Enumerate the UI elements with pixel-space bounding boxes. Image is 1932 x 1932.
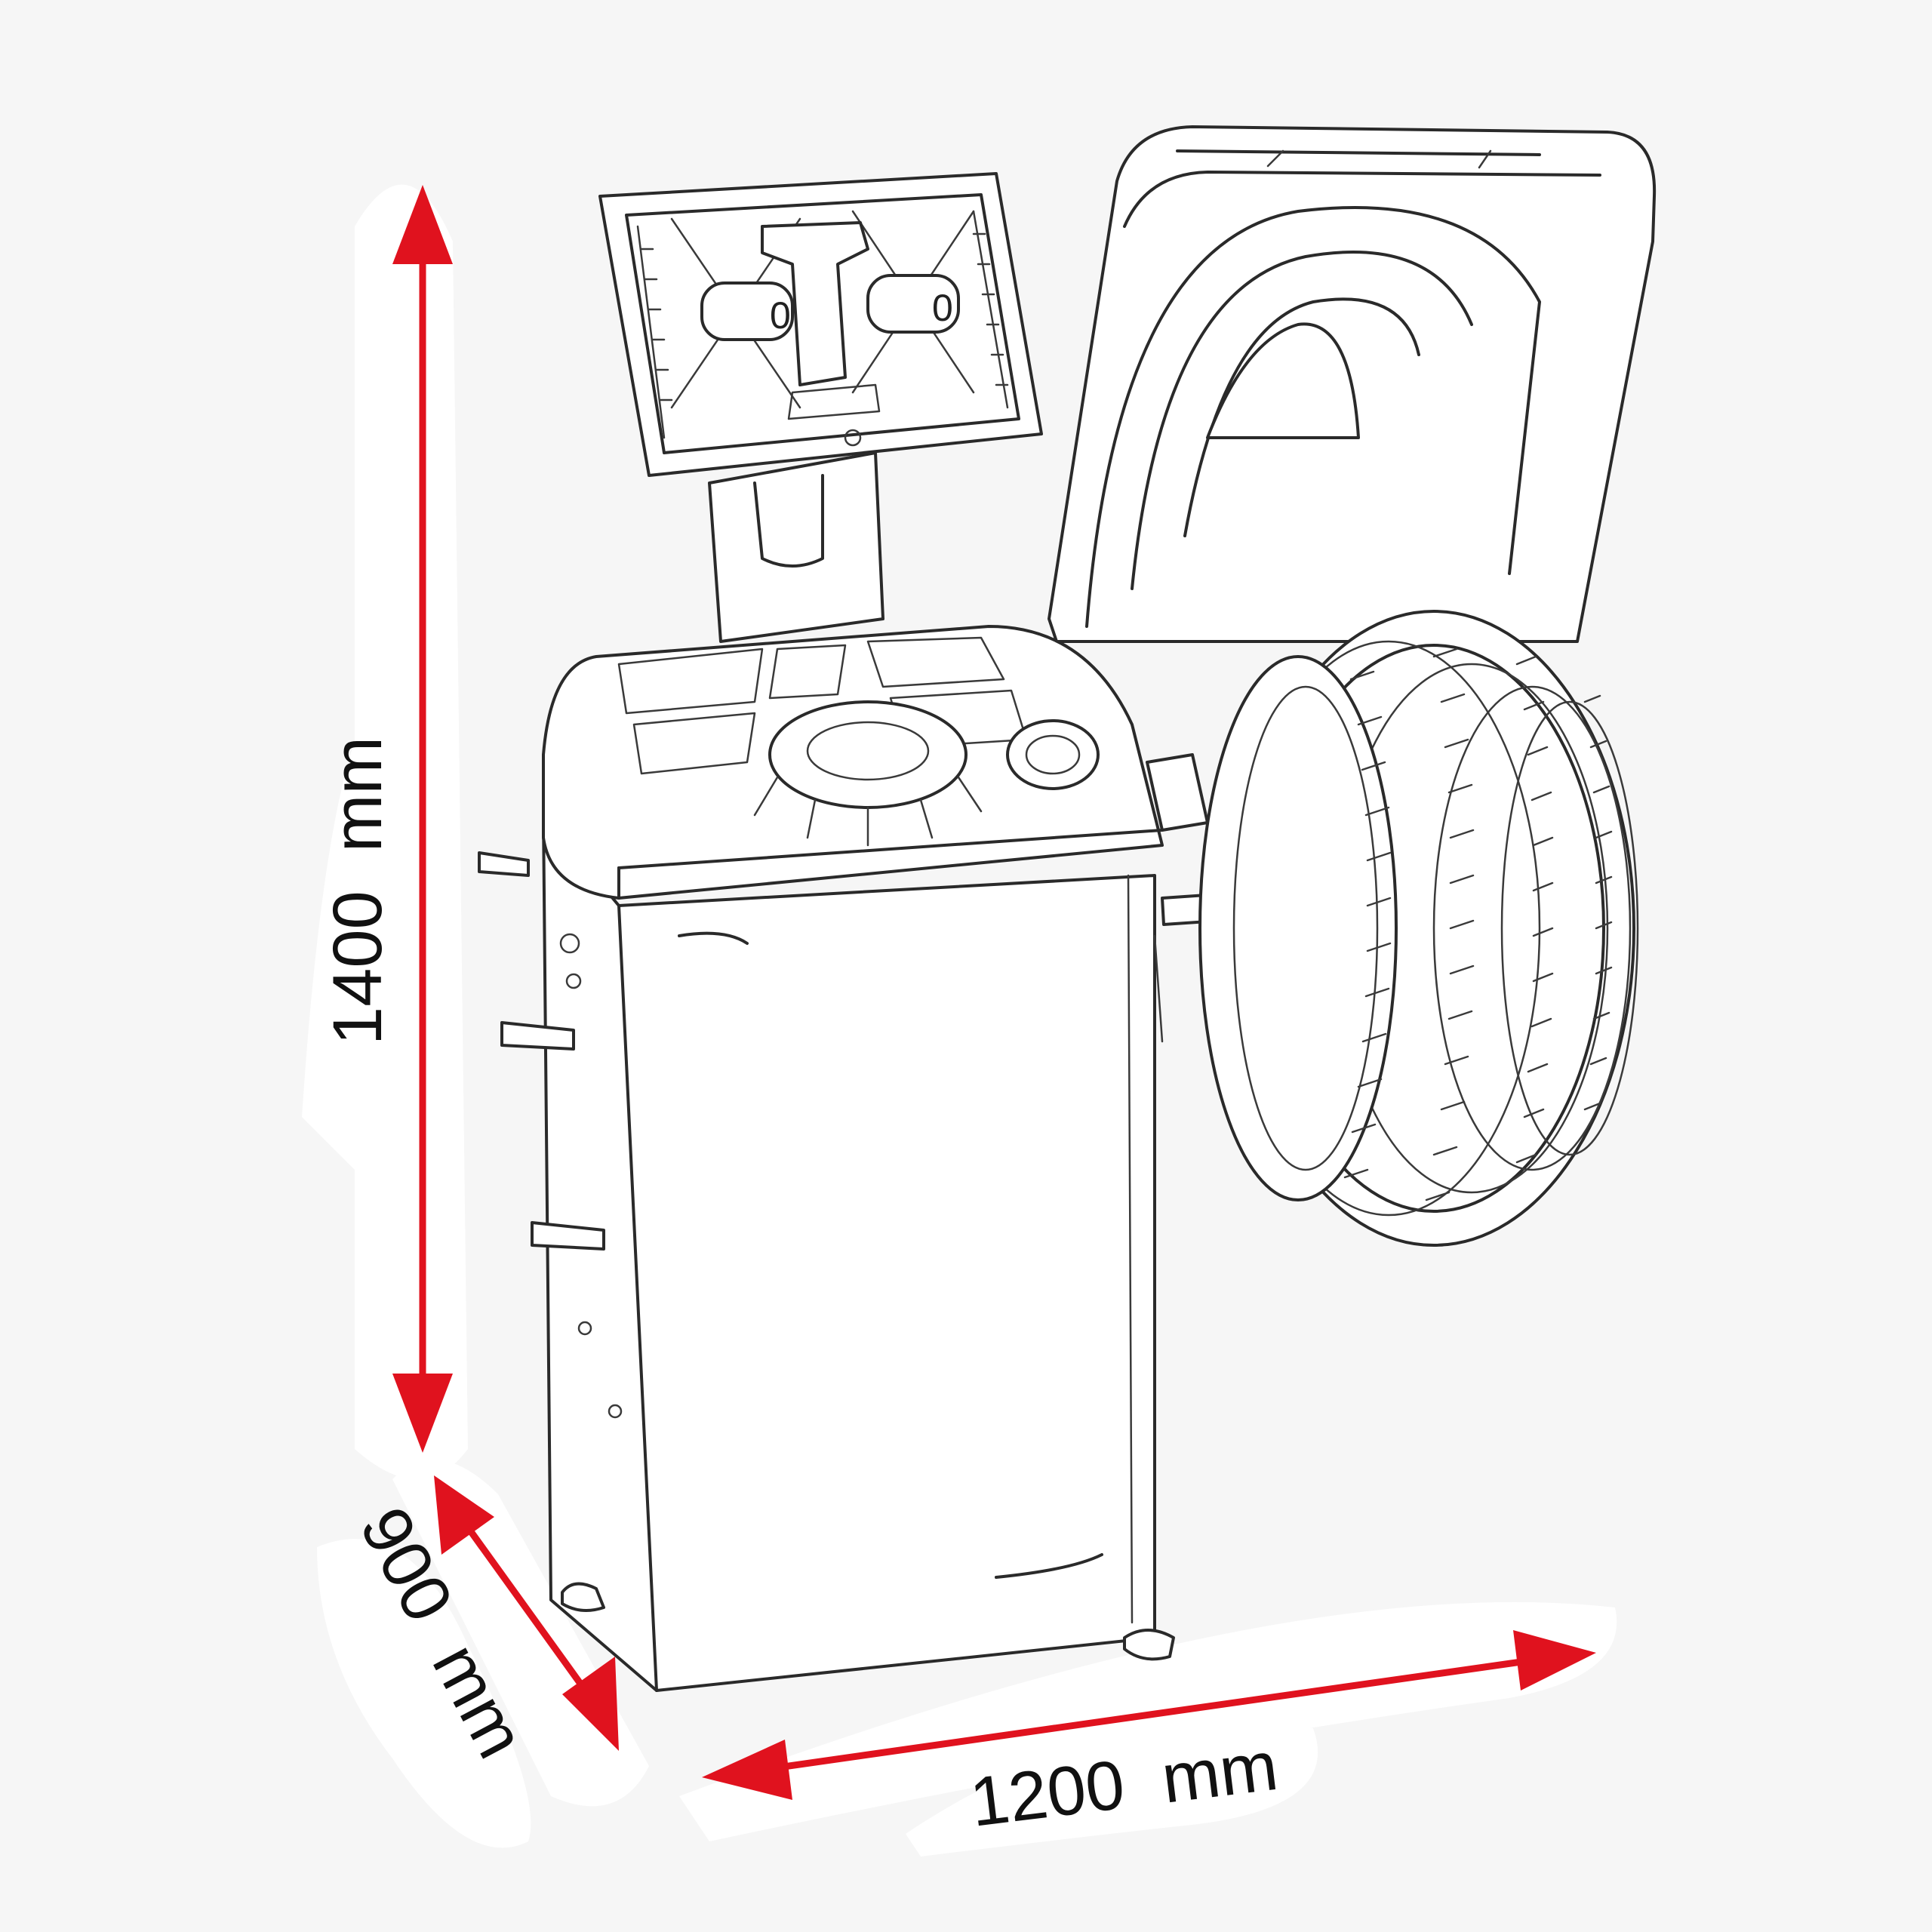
left-readout: 0 bbox=[770, 294, 791, 337]
dimension-halos bbox=[302, 184, 1617, 1857]
monitor: 0 0 bbox=[598, 172, 1043, 477]
mounted-wheel bbox=[1198, 610, 1639, 1247]
wheel-balancer-illustration: 0 0 bbox=[478, 125, 1657, 1692]
right-readout-box bbox=[866, 274, 960, 334]
height-arrow bbox=[392, 185, 453, 1453]
right-readout: 0 bbox=[932, 287, 953, 329]
dimension-arrows bbox=[392, 185, 1596, 1800]
weight-tool-pins bbox=[478, 851, 605, 1251]
width-arrow bbox=[702, 1630, 1596, 1800]
height-label: 1400 mm bbox=[319, 737, 396, 1045]
left-readout-box bbox=[700, 281, 794, 341]
monitor-stand bbox=[708, 451, 884, 643]
wheel-guard-hood bbox=[1048, 125, 1657, 643]
depth-arrow bbox=[434, 1475, 619, 1751]
weight-tray bbox=[542, 625, 1164, 900]
balancer-cabinet bbox=[542, 814, 1175, 1692]
